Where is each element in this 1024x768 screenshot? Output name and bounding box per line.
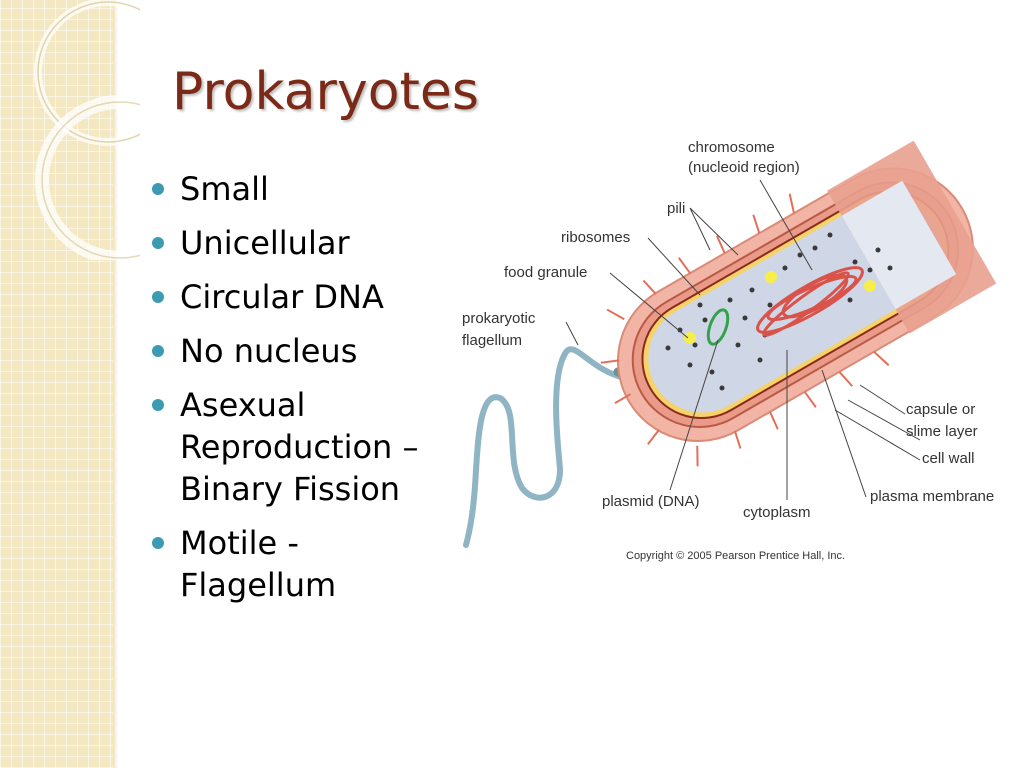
bullet-dot-icon [152, 183, 164, 195]
label-cell-wall: cell wall [922, 450, 975, 467]
bullet-item: Asexual Reproduction – Binary Fission [150, 384, 440, 510]
bullet-dot-icon [152, 537, 164, 549]
bullet-text: Small [180, 170, 269, 208]
label-pili: pili [667, 200, 685, 217]
cell-body [600, 140, 997, 467]
bullet-dot-icon [152, 345, 164, 357]
bullet-item: No nucleus [150, 330, 440, 372]
label-chromosome: chromosome [688, 139, 775, 156]
chromosome-shape [756, 266, 864, 337]
bullet-text: Circular DNA [180, 278, 384, 316]
decorative-rings [34, 0, 140, 260]
label-plasma-membrane: plasma membrane [870, 488, 994, 505]
label-plasmid: plasmid (DNA) [602, 493, 700, 510]
cut-face-inner [841, 180, 957, 310]
pili-shapes [600, 193, 890, 467]
bullet-text: Asexual Reproduction – Binary Fission [180, 386, 419, 508]
bullet-text: No nucleus [180, 332, 358, 370]
bullet-text: Unicellular [180, 224, 350, 262]
label-prokaryotic: prokaryotic [462, 310, 536, 327]
label-capsule: capsule or [906, 401, 975, 418]
label-slime-layer: slime layer [906, 423, 978, 440]
bullet-text: Motile - Flagellum [180, 524, 337, 604]
leader-lines [565, 179, 921, 500]
bullet-dot-icon [152, 237, 164, 249]
label-nucleoid-region: (nucleoid region) [688, 159, 800, 176]
copyright-text: Copyright © 2005 Pearson Prentice Hall, … [626, 550, 845, 562]
label-food-granule: food granule [504, 264, 587, 281]
bullet-item: Motile - Flagellum [150, 522, 440, 606]
side-strip-edge [113, 0, 118, 768]
food-granule-shape [684, 332, 696, 344]
plasmid-shape [706, 308, 730, 346]
bullet-item: Unicellular [150, 222, 440, 264]
bullet-item: Small [150, 168, 440, 210]
label-flagellum: flagellum [462, 332, 522, 349]
ribosome-dots [665, 232, 893, 391]
flagellum-shape [463, 346, 628, 548]
label-cytoplasm: cytoplasm [743, 504, 811, 521]
bullet-item: Circular DNA [150, 276, 440, 318]
bullet-dot-icon [152, 291, 164, 303]
food-granule-shape [765, 271, 777, 283]
bullet-dot-icon [152, 399, 164, 411]
food-granule-shape [864, 280, 876, 292]
prokaryote-cell-diagram: chromosome (nucleoid region) pili riboso… [462, 139, 997, 562]
bullet-list: Small Unicellular Circular DNA No nucleu… [150, 168, 440, 618]
label-ribosomes: ribosomes [561, 229, 630, 246]
slide-title: Prokaryotes [172, 62, 479, 122]
